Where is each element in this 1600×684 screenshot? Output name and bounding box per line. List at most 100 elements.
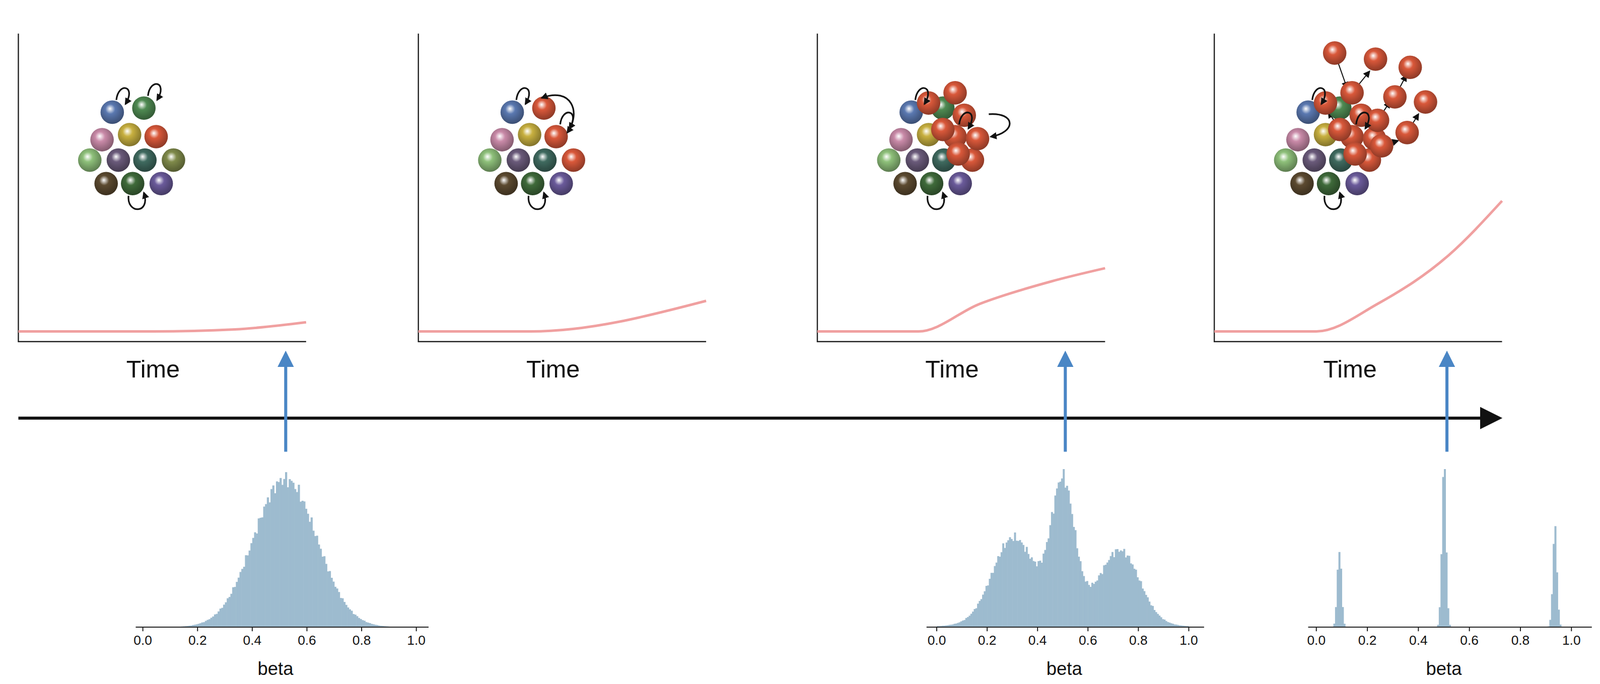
- axis-title: beta: [1425, 660, 1462, 681]
- axis-label: Time: [526, 356, 580, 383]
- histogram-bar: [361, 620, 364, 628]
- histogram-bar: [279, 478, 282, 628]
- cell: [132, 148, 157, 173]
- histogram-bar: [328, 571, 331, 629]
- histogram-bar: [214, 614, 217, 628]
- growth-curve: [817, 268, 1105, 332]
- histogram-bar: [287, 487, 290, 628]
- cell: [920, 171, 944, 196]
- tick-mark: [251, 627, 253, 632]
- histogram-bar: [235, 582, 238, 628]
- histogram-bar: [341, 598, 344, 628]
- histogram-bar: [253, 532, 256, 628]
- histogram-bar: [277, 482, 281, 628]
- self-renewal-arrow: [1312, 88, 1326, 105]
- histogram-bar: [255, 533, 258, 628]
- tick-mark: [1519, 627, 1521, 632]
- histogram-bar: [363, 620, 366, 628]
- growth-curve: [18, 322, 306, 332]
- cell: [494, 171, 519, 196]
- plot-axes: [1214, 33, 1502, 342]
- histogram-bar: [252, 538, 255, 628]
- cell: [520, 171, 545, 196]
- histogram-bar: [259, 518, 262, 628]
- histogram-bar: [225, 602, 228, 628]
- histogram-bar: [312, 530, 315, 628]
- histogram-bar: [248, 550, 251, 628]
- cell: [889, 127, 914, 152]
- tick-mark: [142, 627, 144, 632]
- histogram-bar: [217, 611, 220, 628]
- cell: [1345, 171, 1369, 196]
- cell: [1413, 90, 1438, 114]
- histogram-axis: [926, 627, 1205, 629]
- self-renewal-arrow: [516, 88, 529, 105]
- histogram-bar: [350, 610, 353, 628]
- axis-label: Time: [1323, 356, 1377, 383]
- timeline-arrow: [18, 416, 1498, 421]
- histogram-bar: [230, 594, 233, 628]
- axis-label: Time: [126, 356, 180, 383]
- cell: [952, 103, 977, 128]
- self-renewal-arrow: [1324, 192, 1342, 210]
- cell: [1398, 55, 1423, 80]
- cell: [533, 148, 558, 173]
- histogram-bar: [367, 622, 370, 628]
- histogram-bar: [226, 598, 229, 628]
- beta-histogram: [1308, 469, 1592, 632]
- cell: [1395, 120, 1420, 145]
- histogram-bar: [303, 501, 306, 628]
- tick-mark: [1315, 627, 1317, 632]
- histogram-bar: [250, 543, 253, 628]
- histogram-bar: [356, 616, 359, 628]
- tick-label: 1.0: [406, 633, 426, 649]
- cell: [1363, 47, 1388, 72]
- tick-label: 0.8: [1129, 633, 1148, 649]
- cell: [131, 96, 156, 120]
- cell: [1382, 85, 1407, 109]
- sample-arrow: [1445, 354, 1449, 453]
- tick-mark: [1417, 627, 1419, 632]
- tick-label: 0.6: [1459, 633, 1479, 649]
- cell: [78, 148, 102, 173]
- tick-label: 0.0: [133, 633, 153, 649]
- histogram-bar: [339, 598, 342, 628]
- cell: [893, 171, 918, 196]
- histogram-bar: [308, 522, 311, 628]
- self-renewal-arrow: [528, 192, 545, 210]
- histogram-bar: [344, 605, 347, 628]
- histogram-bar: [292, 482, 295, 628]
- tick-mark: [986, 627, 988, 632]
- cell: [1340, 81, 1364, 105]
- histogram-bar: [206, 620, 209, 628]
- growth-curve: [418, 301, 707, 332]
- histogram-bar: [208, 619, 211, 628]
- histogram-bar: [358, 618, 361, 628]
- histogram-bar: [234, 587, 237, 628]
- cell: [94, 171, 118, 196]
- cell: [561, 148, 586, 173]
- self-renewal-arrow: [959, 112, 972, 129]
- cell: [90, 127, 114, 152]
- histogram-bar: [246, 555, 249, 628]
- cell: [965, 126, 990, 151]
- cell: [100, 100, 125, 125]
- histogram-bar: [1447, 608, 1450, 628]
- histogram-bar: [323, 556, 326, 628]
- histogram-bar: [305, 509, 308, 628]
- histogram-bar: [257, 518, 260, 628]
- histogram-bar: [359, 619, 362, 628]
- histogram-bar: [212, 616, 215, 628]
- histogram-bar: [241, 569, 244, 628]
- axis-title: beta: [1046, 660, 1083, 681]
- self-renewal-arrow: [128, 192, 146, 210]
- histogram-bar: [321, 557, 324, 628]
- time-panel: [18, 33, 306, 342]
- histogram-bar: [223, 604, 226, 628]
- histogram-bar: [266, 497, 269, 628]
- beta-histogram: [926, 469, 1205, 632]
- histogram-bar: [199, 623, 202, 628]
- histogram-bar: [296, 492, 299, 628]
- cell: [517, 122, 542, 147]
